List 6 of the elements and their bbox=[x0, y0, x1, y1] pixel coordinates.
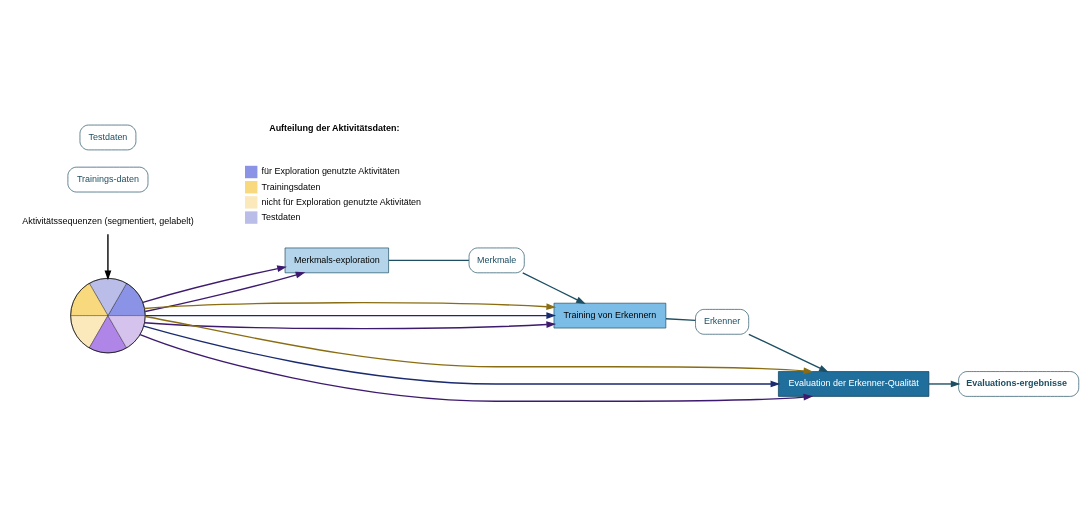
legend-label: Trainingsdaten bbox=[261, 181, 321, 192]
legend-label: Testdaten bbox=[261, 211, 301, 222]
label: Aufteilung der Aktivitätsdaten: bbox=[269, 122, 400, 133]
legend-label: für Exploration genutzte Aktivitäten bbox=[261, 166, 400, 177]
legend-label: nicht für Exploration genutzte Aktivitäten bbox=[261, 196, 422, 207]
node-text: Aktivitätssequenzen (segmentiert, gelabelt) bbox=[22, 216, 194, 227]
